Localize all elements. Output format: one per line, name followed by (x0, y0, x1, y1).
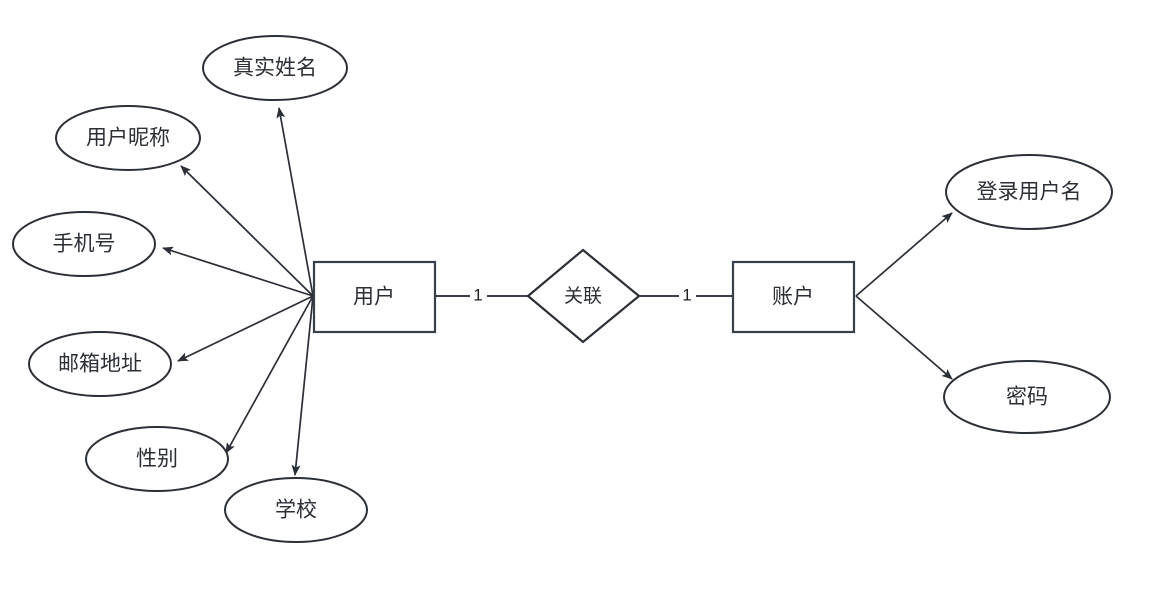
entity-rect-user[interactable] (312, 260, 437, 334)
cardinality-label-account-side: 1 (682, 285, 691, 304)
user-attribute-connectors (162, 107, 314, 476)
connector-user-to-email (177, 295, 314, 362)
connector-user-to-nickname (180, 165, 314, 297)
attribute-ellipse-nickname[interactable] (55, 105, 201, 171)
connector-account-to-login-username (855, 212, 953, 297)
relationship-diamond-associate[interactable] (526, 248, 641, 344)
attribute-node-email[interactable]: 邮箱地址 (28, 331, 172, 397)
cardinality-label-user-side: 1 (473, 285, 482, 304)
attribute-label-login-username: 登录用户名 (977, 181, 1082, 204)
attribute-label-gender: 性别 (136, 448, 178, 471)
attribute-ellipse-login-username[interactable] (945, 154, 1113, 230)
attribute-node-password[interactable]: 密码 (943, 360, 1111, 434)
attribute-node-school[interactable]: 学校 (224, 477, 368, 543)
connector-user-to-school (291, 295, 314, 476)
relationship-label-associate: 关联 (564, 285, 602, 307)
attribute-ellipse-phone[interactable] (12, 211, 156, 277)
entity-label-user: 用户 (353, 286, 395, 309)
entity-rect-account[interactable] (731, 260, 856, 334)
attribute-ellipse-real-name[interactable] (202, 35, 348, 101)
entity-label-account: 账户 (772, 286, 814, 309)
attribute-node-gender[interactable]: 性别 (85, 426, 229, 492)
attribute-label-email: 邮箱地址 (58, 353, 142, 376)
connector-user-to-real-name (276, 107, 314, 297)
attribute-ellipse-password[interactable] (943, 360, 1111, 434)
connector-user-to-gender (225, 295, 314, 454)
attribute-label-school: 学校 (275, 499, 317, 522)
attribute-ellipse-gender[interactable] (85, 426, 229, 492)
attribute-label-phone: 手机号 (53, 233, 116, 256)
entity-node-user[interactable]: 用户 (312, 260, 437, 334)
account-attribute-connectors (855, 212, 953, 380)
attribute-ellipse-email[interactable] (28, 331, 172, 397)
attribute-label-nickname: 用户昵称 (86, 127, 170, 150)
attribute-node-real-name[interactable]: 真实姓名 (202, 35, 348, 101)
attribute-label-password: 密码 (1006, 386, 1048, 409)
attribute-node-nickname[interactable]: 用户昵称 (55, 105, 201, 171)
connector-user-to-phone (162, 246, 314, 297)
entity-nodes: 用户 账户 (312, 260, 856, 334)
cardinality-labels: 1 1 (473, 285, 691, 304)
attribute-node-phone[interactable]: 手机号 (12, 211, 156, 277)
attribute-ellipse-school[interactable] (224, 477, 368, 543)
entity-node-account[interactable]: 账户 (731, 260, 856, 334)
attribute-node-login-username[interactable]: 登录用户名 (945, 154, 1113, 230)
relationship-node-associate[interactable]: 关联 (526, 248, 641, 344)
connector-account-to-password (855, 295, 953, 380)
attribute-nodes: 真实姓名 用户昵称 手机号 邮箱地址 性别 学校 (12, 35, 1113, 543)
attribute-label-real-name: 真实姓名 (233, 57, 317, 80)
